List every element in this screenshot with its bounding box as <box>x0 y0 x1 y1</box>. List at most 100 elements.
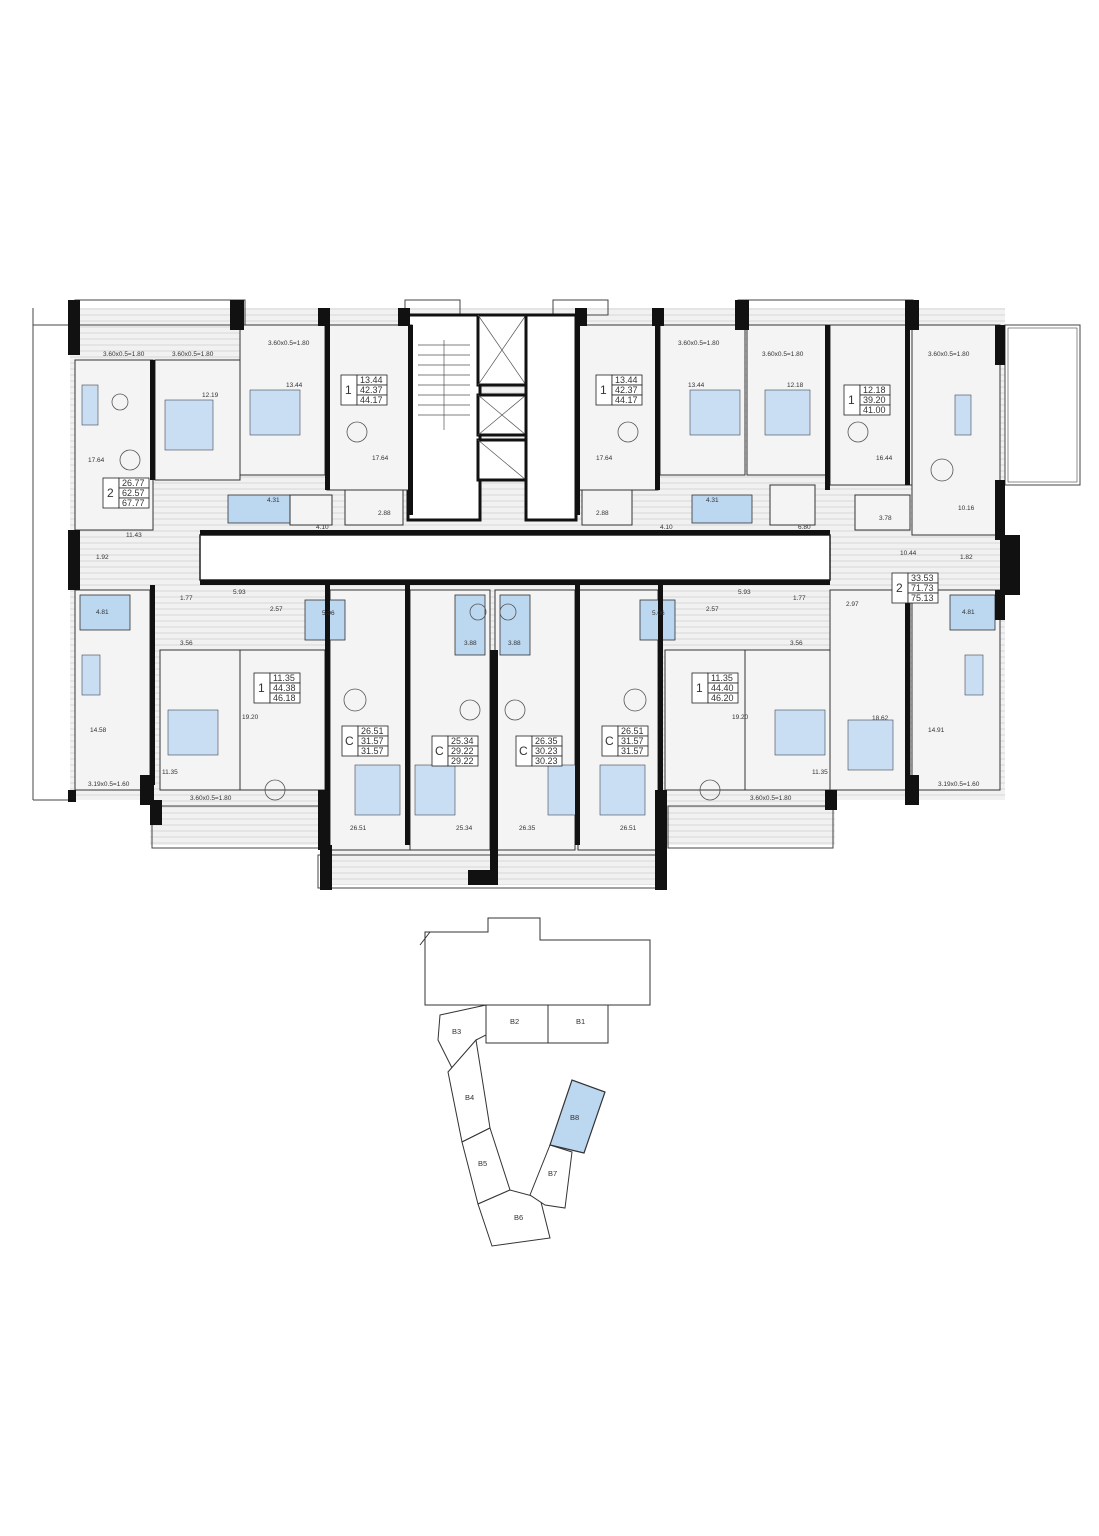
room-area: 18.62 <box>872 715 889 722</box>
corridor <box>199 534 831 581</box>
section-label-highlighted: В8 <box>570 1113 579 1122</box>
section-label: В4 <box>465 1093 474 1102</box>
living-area: 11.35 <box>273 673 295 683</box>
room-area: 10.16 <box>958 505 975 512</box>
room-area: 25.34 <box>456 825 473 832</box>
balcony-labels: 3.60x0.5=1.80 3.60x0.5=1.80 3.60x0.5=1.8… <box>88 340 980 802</box>
total-area: 29.22 <box>451 746 474 756</box>
living-area: 26.35 <box>535 736 558 746</box>
total-area-with-balcony: 75.13 <box>911 593 934 603</box>
room-area: 3.78 <box>879 515 892 522</box>
apartment-type: 1 <box>345 383 352 397</box>
total-area: 42.37 <box>360 385 383 395</box>
section-b1 <box>547 1004 609 1044</box>
apartment-type: C <box>345 734 354 748</box>
total-area-with-balcony: 31.57 <box>621 746 644 756</box>
furniture <box>81 384 984 816</box>
room-area: 5.06 <box>652 610 665 617</box>
room-area: 13.44 <box>286 382 303 389</box>
room-area: 5.93 <box>738 589 751 596</box>
apartment-type: 1 <box>600 383 607 397</box>
apartment-table-a10: C 26.51 31.57 31.57 <box>601 725 649 757</box>
apartment-type: C <box>519 744 528 758</box>
room-area: 1.77 <box>180 595 193 602</box>
apartment-table-a5: 2 33.53 71.73 75.13 <box>891 572 939 604</box>
section-b7 <box>529 1144 573 1209</box>
balcony-area: 3.60x0.5=1.80 <box>190 795 232 802</box>
balcony-area: 3.60x0.5=1.80 <box>268 340 310 347</box>
total-area-with-balcony: 31.57 <box>361 746 384 756</box>
room-area: 17.64 <box>596 455 613 462</box>
apartment-type: 1 <box>848 393 855 407</box>
total-area-with-balcony: 67.77 <box>122 498 145 508</box>
total-area-with-balcony: 29.22 <box>451 756 474 766</box>
room-area: 3.56 <box>790 640 803 647</box>
apartment-table-a9: C 26.35 30.23 30.23 <box>515 735 563 767</box>
section-label: В7 <box>548 1169 557 1178</box>
room-area: 17.64 <box>372 455 389 462</box>
room-area: 5.93 <box>233 589 246 596</box>
balcony-area: 3.60x0.5=1.80 <box>103 351 145 358</box>
balcony-area: 3.19x0.5=1.60 <box>88 781 130 788</box>
section-b2 <box>485 1004 549 1044</box>
room-area: 5.06 <box>322 610 335 617</box>
room-area: 3.56 <box>180 640 193 647</box>
room-area: 3.88 <box>508 640 521 647</box>
stair-core <box>406 313 578 522</box>
room-area-labels: 17.64 12.19 13.44 17.64 17.64 13.44 12.1… <box>88 382 975 832</box>
apartment-table-a3: 1 13.44 42.37 44.17 <box>595 374 643 406</box>
apartment-table-a2: 1 13.44 42.37 44.17 <box>340 374 388 406</box>
room-area: 17.64 <box>88 457 105 464</box>
living-area: 26.51 <box>361 726 384 736</box>
section-b8 <box>549 1079 606 1154</box>
room-area: 4.10 <box>660 524 673 531</box>
living-area: 13.44 <box>360 375 383 385</box>
room-area: 10.44 <box>900 550 917 557</box>
apartment-type: 1 <box>258 681 265 695</box>
total-area: 31.57 <box>621 736 644 746</box>
total-area: 30.23 <box>535 746 558 756</box>
section-label: В2 <box>510 1017 519 1026</box>
room-area: 19.20 <box>732 714 749 721</box>
room-area: 11.43 <box>126 532 142 539</box>
apartment-type: 2 <box>896 581 903 595</box>
living-area: 26.77 <box>122 478 145 488</box>
room-area: 11.35 <box>162 769 178 776</box>
apartment-type: C <box>435 744 444 758</box>
apartment-table-a7: C 26.51 31.57 31.57 <box>341 725 389 757</box>
room-area: 14.58 <box>90 727 107 734</box>
total-area-with-balcony: 44.17 <box>360 395 383 405</box>
living-area: 25.34 <box>451 736 474 746</box>
total-area-with-balcony: 41.00 <box>863 405 886 415</box>
total-area-with-balcony: 46.20 <box>711 693 734 703</box>
room-area: 11.35 <box>812 769 828 776</box>
room-area: 26.51 <box>620 825 637 832</box>
section-label: В1 <box>576 1017 585 1026</box>
apartment-table-a6: 1 11.35 44.38 46.18 <box>253 672 301 704</box>
room-area: 26.35 <box>519 825 536 832</box>
apartment-table-a4: 1 12.18 39.20 41.00 <box>843 384 891 416</box>
room-area: 4.31 <box>706 497 719 504</box>
room-area: 3.88 <box>464 640 477 647</box>
room-area: 1.77 <box>793 595 806 602</box>
total-area: 44.40 <box>711 683 734 693</box>
room-area: 19.20 <box>242 714 259 721</box>
section-label: В3 <box>452 1027 461 1036</box>
living-area: 13.44 <box>615 375 638 385</box>
room-area: 4.81 <box>96 609 109 616</box>
apartment-table-a11: 1 11.35 44.40 46.20 <box>691 672 739 704</box>
balcony-area: 3.60x0.5=1.80 <box>762 351 804 358</box>
total-area: 44.38 <box>273 683 296 693</box>
section-label: В6 <box>514 1213 523 1222</box>
balcony-area: 3.60x0.5=1.80 <box>750 795 792 802</box>
room-area: 2.88 <box>378 510 391 517</box>
total-area: 62.57 <box>122 488 145 498</box>
balcony-area: 3.60x0.5=1.80 <box>172 351 214 358</box>
balcony-area: 3.60x0.5=1.80 <box>678 340 720 347</box>
apartment-type: 1 <box>696 681 703 695</box>
room-area: 2.57 <box>706 606 719 613</box>
room-area: 26.51 <box>350 825 367 832</box>
room-area: 13.44 <box>688 382 705 389</box>
balcony-area: 3.19x0.5=1.60 <box>938 781 980 788</box>
